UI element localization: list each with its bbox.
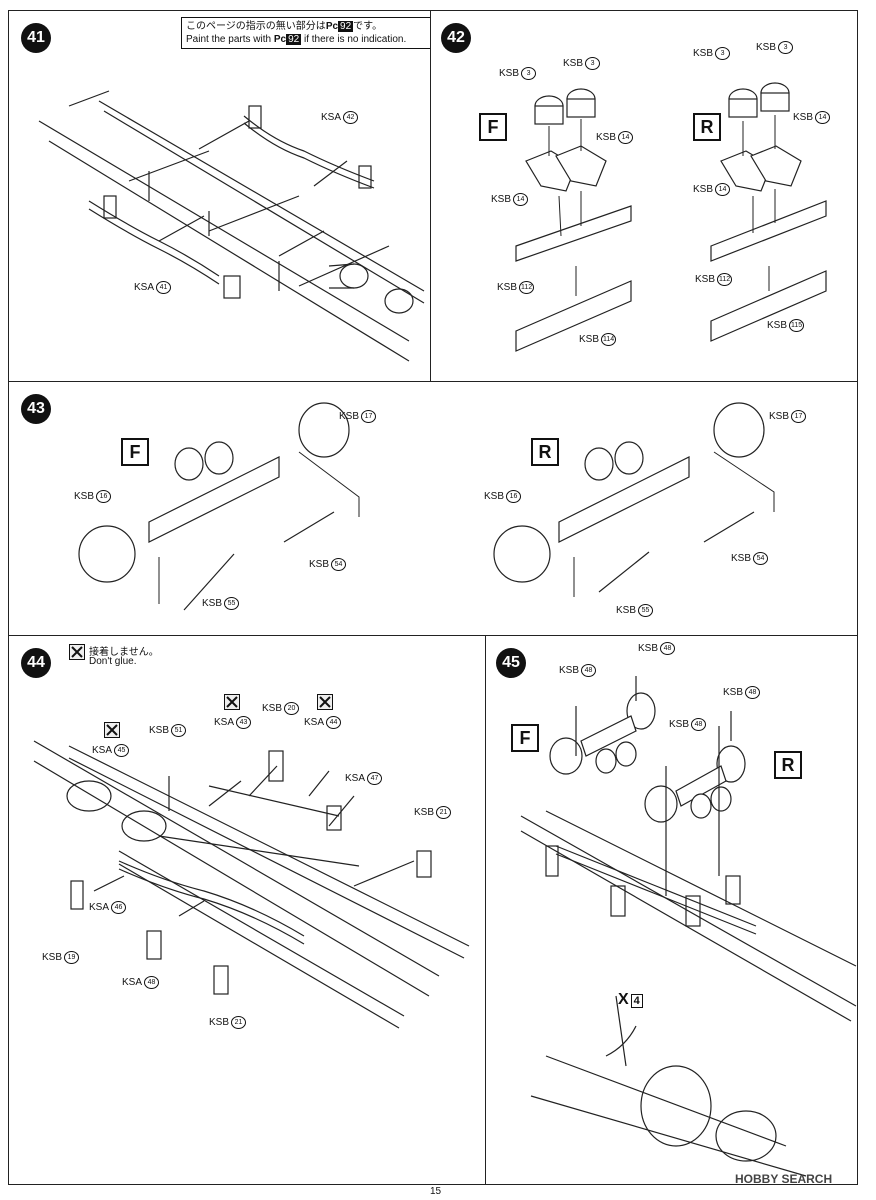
front-marker-43: F [121,438,149,466]
noglue-en: Don't glue. [89,656,137,667]
paint-note-en: Paint the parts with [186,34,272,45]
rear-marker-45: R [774,751,802,779]
rear-marker: R [693,113,721,141]
no-glue-icon [104,722,120,738]
step-42-illustration [515,82,827,352]
watermark: HOBBY SEARCH [735,1172,833,1186]
step-42-number: 42 [441,23,471,53]
step-41-number: 41 [21,23,51,53]
front-marker: F [479,113,507,141]
step-45-illustration [520,676,857,1177]
step-41-illustration [38,90,425,362]
no-glue-icon [224,694,240,710]
paint-note-ja: このページの指示の無い部分は [186,21,326,32]
front-marker-45: F [511,724,539,752]
noglue-ja: 接着しません。 [89,647,159,658]
step-44-number: 44 [21,648,51,678]
page-number: 15 [430,1186,442,1197]
rear-marker-43: R [531,438,559,466]
no-glue-icon [69,644,85,660]
step-44-illustration [33,740,470,1029]
step-43-illustration [78,402,775,611]
no-glue-icon [317,694,333,710]
step-45-number: 45 [496,648,526,678]
paint-note-code: 92 [338,21,354,32]
step-43-number: 43 [21,394,51,424]
